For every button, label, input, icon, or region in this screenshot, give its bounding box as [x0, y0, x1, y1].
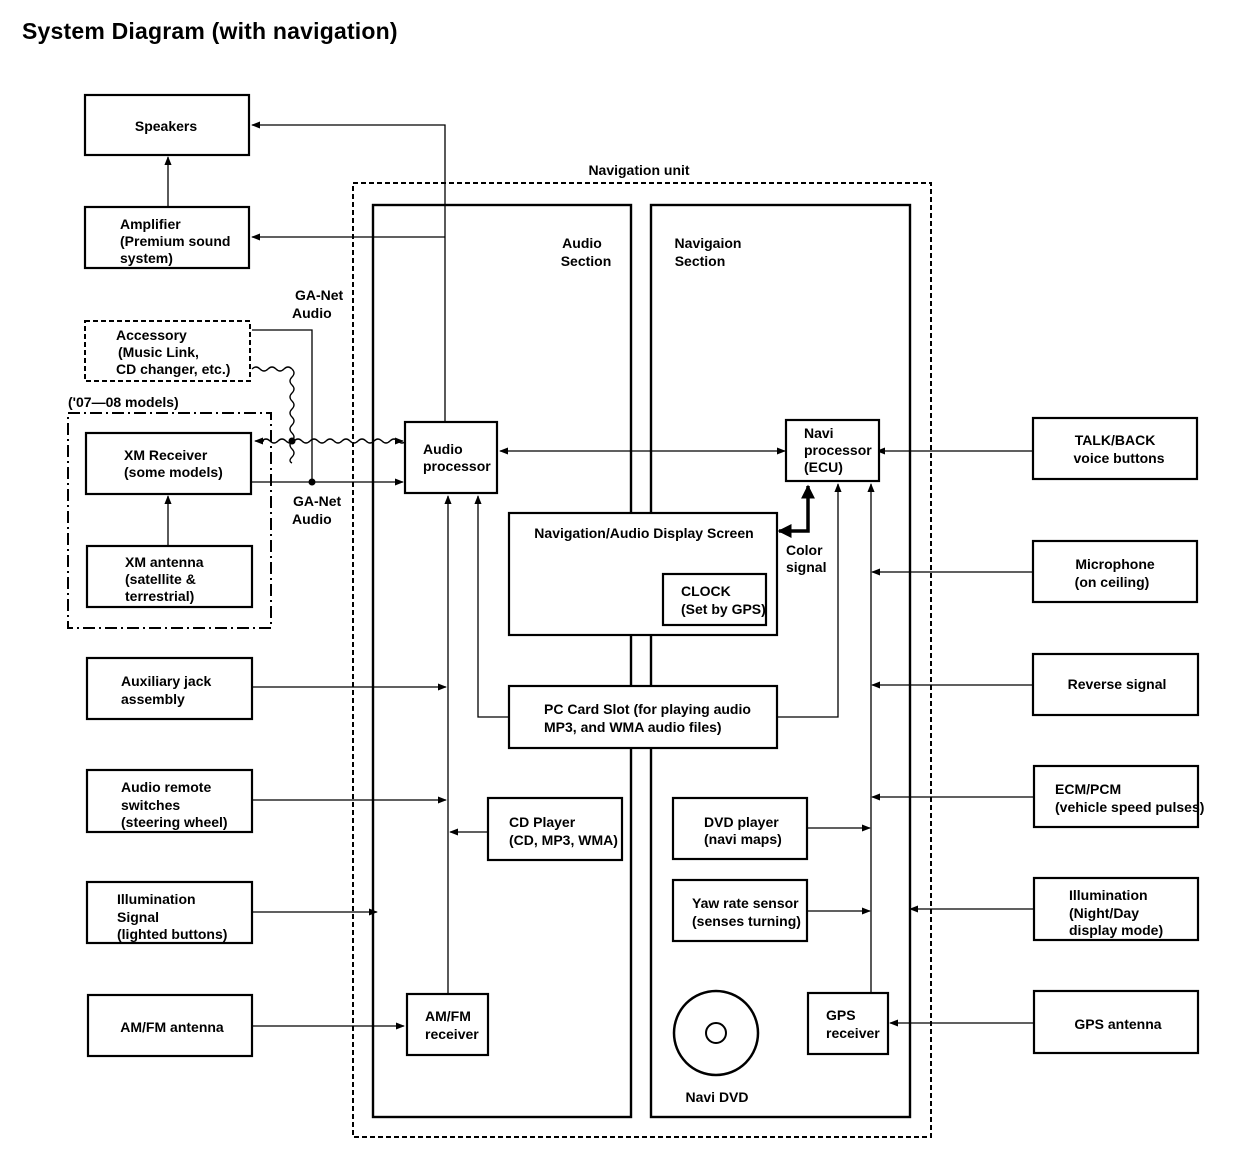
- svg-text:(Set by GPS): (Set by GPS): [681, 601, 766, 617]
- svg-text:(some models): (some models): [124, 464, 223, 480]
- svg-text:Audio: Audio: [423, 441, 463, 457]
- svg-text:voice buttons: voice buttons: [1073, 450, 1164, 466]
- navigation-section-label-2: Section: [675, 253, 726, 269]
- amfm-antenna-box: AM/FM antenna: [86, 993, 254, 1058]
- cd-player-box: CD Player (CD, MP3, WMA): [486, 796, 624, 862]
- svg-text:GPS antenna: GPS antenna: [1074, 1016, 1161, 1032]
- svg-text:Signal: Signal: [117, 909, 159, 925]
- pc-card-slot-box: PC Card Slot (for playing audio MP3, and…: [507, 684, 779, 750]
- ga-net-audio-label-top-2: Audio: [292, 305, 332, 321]
- svg-text:XM antenna: XM antenna: [125, 554, 204, 570]
- svg-text:Amplifier: Amplifier: [120, 216, 181, 232]
- svg-text:PC Card Slot (for playing audi: PC Card Slot (for playing audio: [544, 701, 751, 717]
- navigation-unit-boundary: [352, 182, 932, 1138]
- svg-text:(steering wheel): (steering wheel): [121, 814, 228, 830]
- svg-text:receiver: receiver: [826, 1025, 880, 1041]
- audio-section-label-2: Section: [561, 253, 612, 269]
- navi-dvd-label: Navi DVD: [685, 1089, 748, 1105]
- audio-section-panel: [371, 203, 633, 1119]
- dvd-player-box: DVD player (navi maps): [671, 796, 809, 861]
- svg-text:MP3, and WMA audio files): MP3, and WMA audio files): [544, 719, 722, 735]
- svg-text:AM/FM: AM/FM: [425, 1008, 471, 1024]
- gps-antenna-box: GPS antenna: [1032, 989, 1200, 1055]
- illumination-signal-box: Illumination Signal (lighted buttons): [85, 880, 254, 945]
- svg-text:assembly: assembly: [121, 691, 185, 707]
- svg-text:ECM/PCM: ECM/PCM: [1055, 781, 1121, 797]
- svg-text:AM/FM antenna: AM/FM antenna: [120, 1019, 224, 1035]
- accessory-box: Accessory (Music Link, CD changer, etc.): [84, 320, 251, 382]
- svg-text:(Premium sound: (Premium sound: [120, 233, 230, 249]
- svg-text:(vehicle speed pulses): (vehicle speed pulses): [1055, 799, 1204, 815]
- svg-text:(on ceiling): (on ceiling): [1075, 574, 1150, 590]
- amfm-receiver-box: AM/FM receiver: [405, 992, 490, 1057]
- svg-text:(senses turning): (senses turning): [692, 913, 801, 929]
- navigation-unit-label: Navigation unit: [588, 162, 689, 178]
- navi-processor-box: Navi processor (ECU): [784, 418, 881, 483]
- xm-antenna-box: XM antenna (satellite & terrestrial): [85, 544, 254, 609]
- auxiliary-jack-box: Auxiliary jack assembly: [85, 656, 254, 721]
- yaw-rate-sensor-box: Yaw rate sensor (senses turning): [671, 878, 809, 943]
- svg-text:terrestrial): terrestrial): [125, 588, 194, 604]
- svg-text:receiver: receiver: [425, 1026, 479, 1042]
- svg-text:Auxiliary jack: Auxiliary jack: [121, 673, 211, 689]
- svg-text:(CD, MP3, WMA): (CD, MP3, WMA): [509, 832, 618, 848]
- navi-dvd-icon: [672, 989, 760, 1077]
- svg-text:system): system): [120, 250, 173, 266]
- gps-receiver-box: GPS receiver: [806, 991, 890, 1056]
- illumination-mode-box: Illumination (Night/Day display mode): [1032, 876, 1200, 942]
- talk-back-buttons-box: TALK/BACK voice buttons: [1031, 416, 1199, 481]
- svg-text:display mode): display mode): [1069, 922, 1163, 938]
- color-signal-label-1: Color: [786, 542, 823, 558]
- clock-box: CLOCK (Set by GPS): [661, 572, 768, 627]
- ecm-pcm-box: ECM/PCM (vehicle speed pulses): [1032, 764, 1204, 829]
- svg-text:Illumination: Illumination: [117, 891, 196, 907]
- svg-text:XM Receiver: XM Receiver: [124, 447, 208, 463]
- svg-text:DVD player: DVD player: [704, 814, 779, 830]
- svg-text:Microphone: Microphone: [1075, 556, 1155, 572]
- svg-text:Speakers: Speakers: [135, 118, 197, 134]
- microphone-box: Microphone (on ceiling): [1031, 539, 1199, 604]
- svg-text:Navigation/Audio Display Scree: Navigation/Audio Display Screen: [534, 525, 753, 541]
- svg-text:processor: processor: [423, 458, 491, 474]
- ga-net-audio-label-top-1: GA-Net: [295, 287, 344, 303]
- svg-text:Navi: Navi: [804, 425, 834, 441]
- svg-text:switches: switches: [121, 797, 180, 813]
- amplifier-box: Amplifier (Premium sound system): [83, 205, 251, 270]
- navigation-section-panel: [649, 203, 912, 1119]
- navigation-section-label-1: Navigaion: [675, 235, 742, 251]
- svg-text:(satellite &: (satellite &: [125, 571, 196, 587]
- svg-text:CD Player: CD Player: [509, 814, 576, 830]
- svg-text:Audio remote: Audio remote: [121, 779, 211, 795]
- reverse-signal-box: Reverse signal: [1031, 652, 1200, 717]
- svg-text:TALK/BACK: TALK/BACK: [1075, 432, 1156, 448]
- page-title: System Diagram (with navigation): [22, 18, 398, 44]
- xm-receiver-box: XM Receiver (some models): [84, 431, 253, 496]
- svg-text:(Night/Day: (Night/Day: [1069, 905, 1139, 921]
- audio-processor-box: Audio processor: [403, 420, 499, 495]
- svg-text:Reverse signal: Reverse signal: [1068, 676, 1167, 692]
- svg-text:Illumination: Illumination: [1069, 887, 1148, 903]
- speakers-box: Speakers: [83, 93, 251, 157]
- audio-section-label-1: Audio: [562, 235, 602, 251]
- audio-remote-switches-box: Audio remote switches (steering wheel): [85, 768, 254, 834]
- color-signal-label-2: signal: [786, 559, 826, 575]
- svg-text:(lighted buttons): (lighted buttons): [117, 926, 227, 942]
- svg-text:Yaw rate sensor: Yaw rate sensor: [692, 895, 799, 911]
- models-group-label: ('07—08 models): [68, 394, 179, 410]
- ga-net-audio-label-bottom-2: Audio: [292, 511, 332, 527]
- svg-text:GPS: GPS: [826, 1007, 856, 1023]
- svg-text:Accessory: Accessory: [116, 327, 187, 343]
- models-group-boundary: [67, 412, 272, 629]
- svg-text:CD changer, etc.): CD changer, etc.): [116, 361, 230, 377]
- svg-text:processor: processor: [804, 442, 872, 458]
- ga-net-audio-label-bottom-1: GA-Net: [293, 493, 342, 509]
- svg-text:(navi maps): (navi maps): [704, 831, 782, 847]
- svg-text:(ECU): (ECU): [804, 459, 843, 475]
- svg-text:(Music Link,: (Music Link,: [118, 344, 199, 360]
- svg-text:CLOCK: CLOCK: [681, 583, 731, 599]
